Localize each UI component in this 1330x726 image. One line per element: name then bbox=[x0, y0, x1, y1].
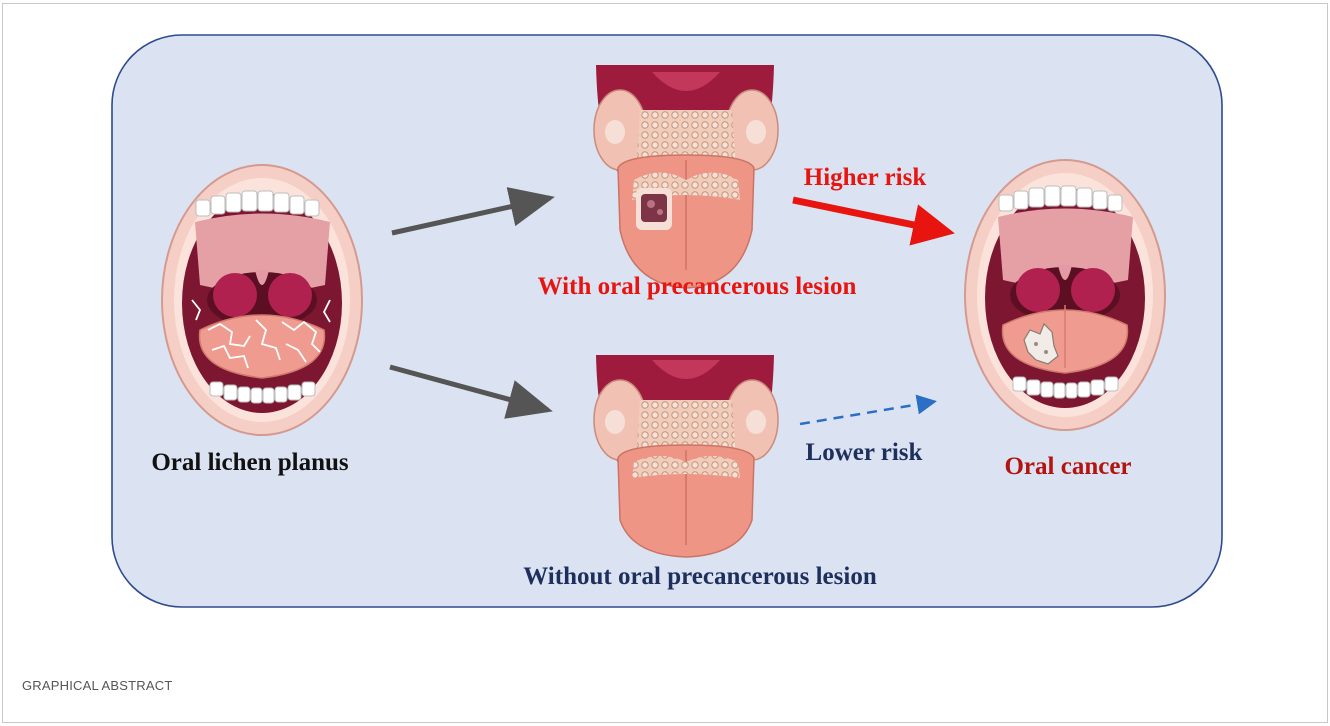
label-higher-risk: Higher risk bbox=[804, 164, 927, 191]
label-oral-lichen-planus: Oral lichen planus bbox=[151, 449, 349, 476]
label-oral-cancer: Oral cancer bbox=[1004, 453, 1131, 480]
label-with-lesion: With oral precancerous lesion bbox=[538, 273, 857, 300]
figure-caption: GRAPHICAL ABSTRACT bbox=[22, 678, 173, 693]
label-lower-risk: Lower risk bbox=[806, 439, 923, 466]
label-without-lesion: Without oral precancerous lesion bbox=[523, 563, 877, 590]
lichen-planus-mouth-illustration bbox=[162, 165, 362, 435]
oral-cancer-mouth-illustration bbox=[965, 160, 1165, 430]
